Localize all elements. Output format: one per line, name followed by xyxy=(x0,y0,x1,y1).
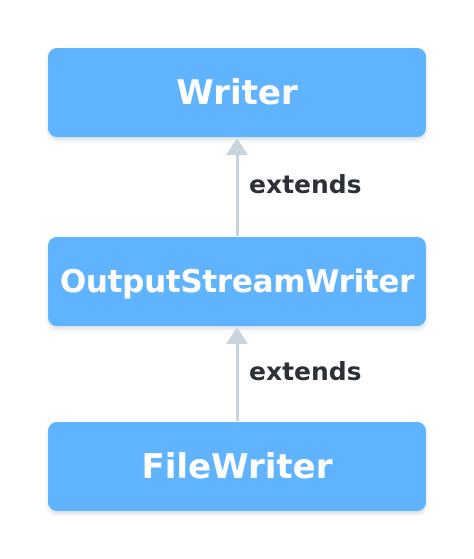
extends-arrow-outputstreamwriter-to-writer xyxy=(226,138,248,236)
arrow-line xyxy=(235,154,239,236)
arrow-up-icon xyxy=(226,327,248,344)
edge-label-extends: extends xyxy=(249,170,362,199)
node-writer: Writer xyxy=(48,48,426,137)
edge-label-extends: extends xyxy=(249,357,362,386)
node-filewriter: FileWriter xyxy=(48,422,426,511)
extends-arrow-filewriter-to-outputstreamwriter xyxy=(226,327,248,421)
node-outputstreamwriter: OutputStreamWriter xyxy=(48,237,426,326)
arrow-line xyxy=(235,343,239,421)
arrow-up-icon xyxy=(226,138,248,155)
